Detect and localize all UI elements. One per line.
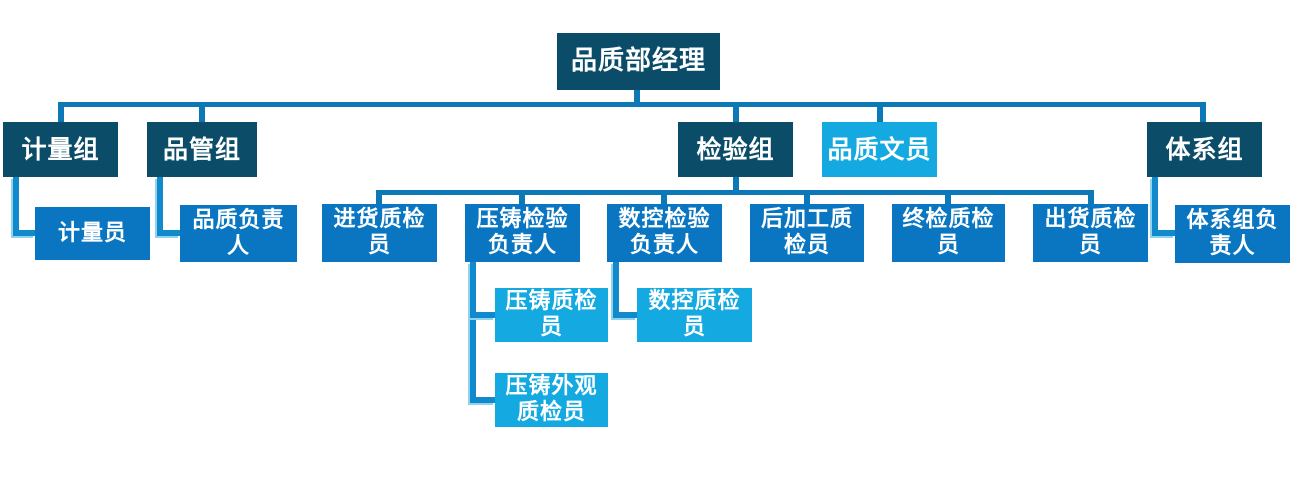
connector-elbow-qc-vertical	[157, 177, 163, 236]
connector-elbow-qc-horizontal	[157, 230, 180, 236]
connector-elbow-system-horizontal	[1152, 230, 1175, 236]
connector-inspection-stub	[733, 177, 739, 190]
connector-stub-inspection-group	[733, 107, 739, 122]
connector-stub-metrology-group	[58, 107, 64, 122]
node-quality-control-group[interactable]: 品管组	[147, 122, 257, 177]
node-inspection-group[interactable]: 检验组	[678, 122, 793, 177]
connector-stub-outgoing-inspector	[1088, 195, 1094, 204]
connector-elbow-cnc-vertical	[613, 262, 619, 318]
node-diecast-inspection-leader[interactable]: 压铸检验 负责人	[465, 204, 580, 262]
node-post-processing-inspector[interactable]: 后加工质 检员	[750, 204, 864, 262]
connector-elbow-metrology-horizontal	[13, 230, 35, 236]
connector-stub-postprocess-inspector	[804, 195, 810, 204]
connector-elbow-diecast-inspector-horizontal	[470, 312, 495, 318]
node-system-group-leader[interactable]: 体系组负 责人	[1175, 205, 1290, 263]
node-quality-leader[interactable]: 品质负责 人	[180, 205, 297, 262]
connector-elbow-metrology-vertical	[13, 177, 19, 236]
connector-stub-quality-clerk	[877, 107, 883, 122]
node-diecast-inspector[interactable]: 压铸质检 员	[495, 288, 608, 342]
connector-stub-incoming-inspector	[376, 195, 382, 204]
node-diecast-appearance-inspector[interactable]: 压铸外观 质检员	[495, 373, 608, 427]
node-quality-dept-manager[interactable]: 品质部经理	[557, 33, 720, 90]
connector-stub-qc-group	[199, 107, 205, 122]
connector-elbow-system-vertical	[1152, 177, 1158, 236]
node-metrology-staff[interactable]: 计量员	[35, 207, 150, 260]
connector-elbow-cnc-horizontal	[613, 312, 637, 318]
node-cnc-inspection-leader[interactable]: 数控检验 负责人	[607, 204, 722, 262]
node-system-group[interactable]: 体系组	[1147, 122, 1262, 177]
connector-elbow-diecast-vertical	[470, 262, 476, 403]
node-cnc-inspector[interactable]: 数控质检 员	[637, 288, 752, 342]
connector-stub-cnc-lead	[661, 195, 667, 204]
connector-root-stub	[634, 90, 640, 103]
node-outgoing-inspector[interactable]: 出货质检 员	[1033, 204, 1148, 262]
node-metrology-group[interactable]: 计量组	[3, 122, 118, 177]
connector-elbow-diecast-appearance-horizontal	[470, 397, 495, 403]
connector-stub-final-inspector	[945, 195, 951, 204]
node-quality-clerk[interactable]: 品质文员	[822, 122, 937, 177]
node-incoming-qc-inspector[interactable]: 进货质检 员	[322, 204, 437, 262]
connector-stub-diecast-lead	[519, 195, 525, 204]
connector-level2-hline	[58, 102, 1206, 107]
node-final-inspector[interactable]: 终检质检 员	[892, 204, 1005, 262]
connector-stub-system-group	[1200, 107, 1206, 122]
connector-level3-hline	[376, 190, 1094, 195]
